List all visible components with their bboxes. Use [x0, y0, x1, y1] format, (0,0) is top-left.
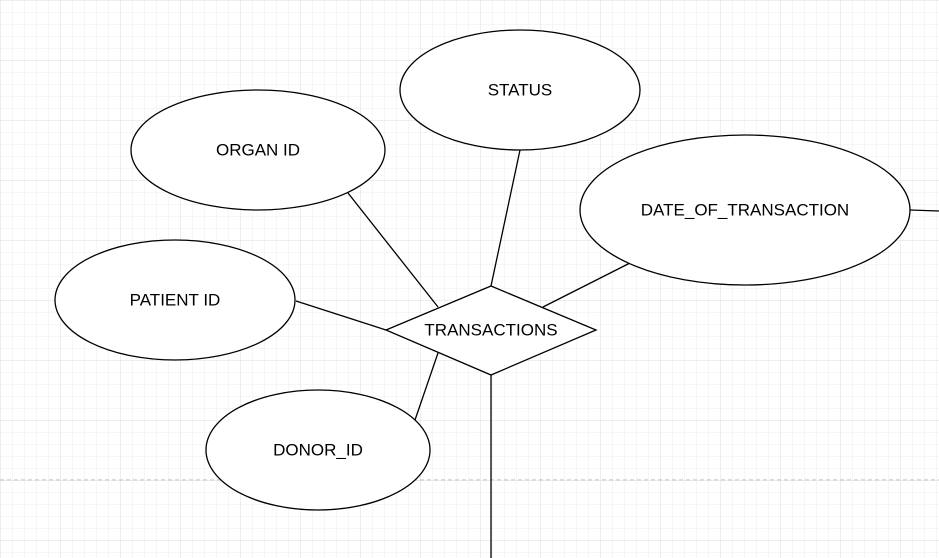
- attribute-patient-id[interactable]: PATIENT ID: [54, 239, 296, 361]
- attribute-organ-id[interactable]: ORGAN ID: [130, 89, 386, 211]
- connector-status[interactable]: [490, 149, 521, 287]
- relationship-transactions-label: TRANSACTIONS: [424, 320, 557, 339]
- attribute-date-of-transaction-label: DATE_OF_TRANSACTION: [641, 200, 849, 219]
- attribute-donor-id-label: DONOR_ID: [273, 440, 363, 459]
- attribute-donor-id-shape[interactable]: [205, 389, 431, 511]
- connector-organ-id[interactable]: [347, 192, 439, 308]
- attribute-organ-id-shape[interactable]: [130, 89, 386, 211]
- connectors: [295, 149, 939, 558]
- connector-donor-id[interactable]: [414, 352, 439, 421]
- attribute-status-label: STATUS: [488, 80, 553, 99]
- attribute-status-shape[interactable]: [399, 29, 641, 151]
- connector-date-of-transaction[interactable]: [542, 262, 631, 308]
- attribute-donor-id[interactable]: DONOR_ID: [205, 389, 431, 511]
- attribute-date-of-transaction[interactable]: DATE_OF_TRANSACTION: [579, 134, 911, 286]
- connector-patient-id[interactable]: [295, 300, 387, 331]
- relationship-transactions-shape[interactable]: [384, 285, 598, 376]
- attribute-status[interactable]: STATUS: [399, 29, 641, 151]
- attribute-date-of-transaction-shape[interactable]: [579, 134, 911, 286]
- relationship-transactions[interactable]: TRANSACTIONS: [384, 285, 598, 376]
- attribute-patient-id-shape[interactable]: [54, 239, 296, 361]
- connector-right-edge[interactable]: [909, 209, 939, 212]
- attribute-patient-id-label: PATIENT ID: [130, 290, 221, 309]
- attribute-organ-id-label: ORGAN ID: [216, 140, 300, 159]
